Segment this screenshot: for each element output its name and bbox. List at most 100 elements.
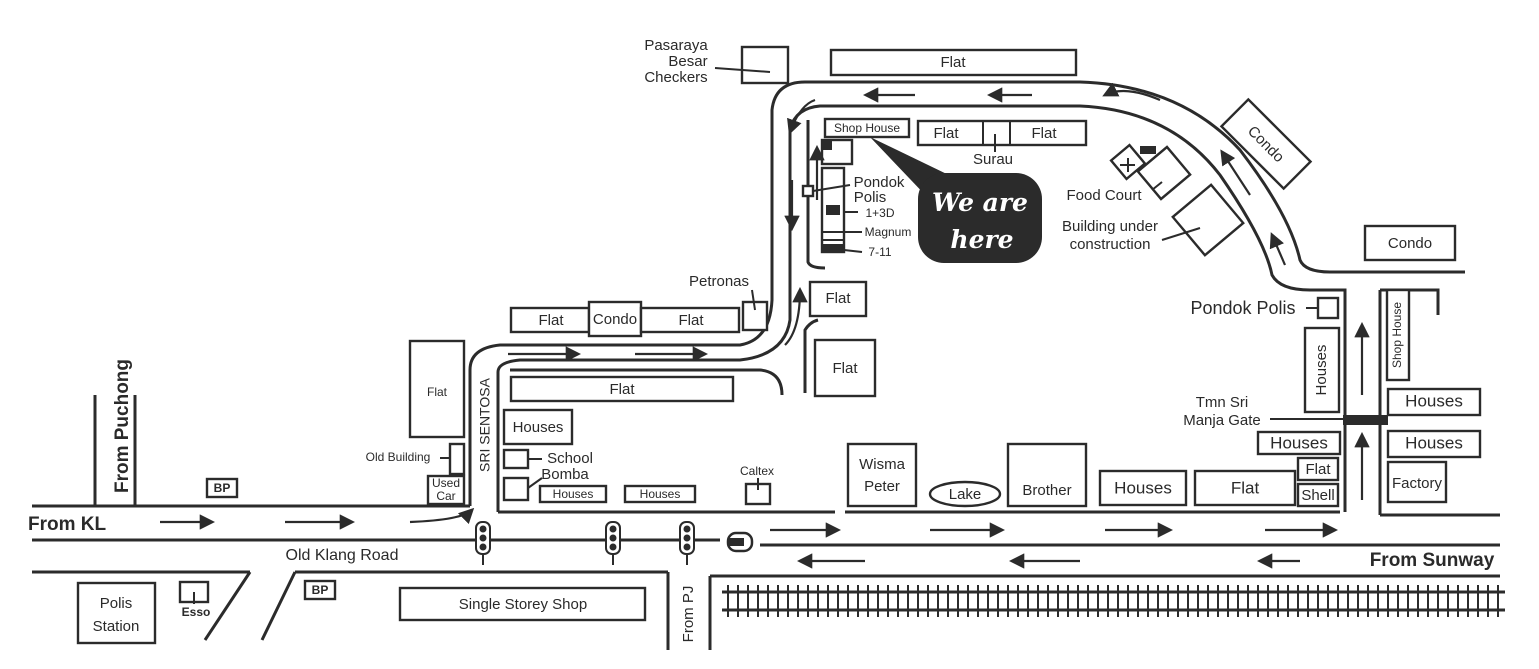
lake-label: Lake: [949, 486, 982, 503]
pasaraya-label-2: Besar: [668, 53, 707, 70]
surau-label: Surau: [973, 151, 1013, 168]
condo-right: [1363, 224, 1457, 262]
petronas-label: Petronas: [689, 273, 749, 290]
wisma-peter-label-2: Peter: [864, 478, 900, 495]
caltex-label: Caltex: [740, 464, 774, 478]
houses-left: [502, 408, 574, 446]
flat-small-right: [1296, 456, 1340, 482]
houses-s1: [538, 484, 608, 504]
pondok-polis-label-1: Pondok: [854, 174, 905, 191]
flat-top: [829, 48, 1078, 77]
houses-r1-label: Houses: [1405, 391, 1463, 410]
single-storey-shop: [398, 586, 647, 622]
condo-row-label: Condo: [593, 311, 637, 328]
shell-label: Shell: [1301, 487, 1334, 504]
bomba: [502, 476, 530, 502]
flat-mid1-label: Flat: [825, 290, 851, 307]
used-car-label-2: Car: [436, 489, 455, 503]
shop-lots: [801, 138, 863, 254]
houses-r2: [1256, 430, 1342, 456]
old-klang-road-label: Old Klang Road: [286, 547, 399, 564]
sri-sentosa-label: SRI SENTOSA: [477, 377, 493, 472]
wisma-peter-label-1: Wisma: [859, 456, 905, 473]
bp-station-2: [303, 579, 337, 601]
flat-tall: [408, 339, 466, 439]
houses-s2: [623, 484, 697, 504]
houses-s1-label: Houses: [553, 487, 594, 501]
houses-r3: [1386, 429, 1482, 459]
tmn-gate-label-1: Tmn Sri: [1196, 394, 1249, 411]
houses-vertical-label: Houses: [1313, 345, 1330, 396]
we-are-here-text-2: here: [950, 225, 1013, 254]
shop-house-top-label: Shop House: [834, 121, 900, 135]
flat-row-left-label: Flat: [538, 312, 564, 329]
pondok-polis-right-box: [1316, 296, 1340, 320]
polis-station: [76, 581, 157, 645]
polis-label-2: Station: [93, 618, 140, 635]
school: [502, 448, 530, 470]
shop-house-vertical-label: Shop House: [1390, 302, 1404, 368]
direction-arrows: [160, 82, 1370, 569]
flat-small-right-label: Flat: [1305, 461, 1331, 478]
old-building-label: Old Building: [366, 450, 431, 464]
traffic-light-3: [679, 521, 695, 565]
seven-eleven-label: 7-11: [868, 245, 891, 259]
houses-s2-label: Houses: [640, 487, 681, 501]
flat-b-label: Flat: [1031, 125, 1057, 142]
flat-mid2: [813, 338, 877, 398]
factory: [1386, 460, 1448, 504]
pasaraya-building: [740, 45, 790, 85]
esso-label: Esso: [182, 605, 211, 619]
houses-left-label: Houses: [513, 419, 564, 436]
food-court-area: [1109, 143, 1245, 257]
houses-bottom-right: [1098, 469, 1188, 507]
from-puchong-label: From Puchong: [112, 359, 133, 493]
flat-a: [916, 119, 1088, 147]
magnum-label: Magnum: [865, 225, 912, 239]
flat-tall-label: Flat: [427, 385, 448, 399]
bp-label-1: BP: [214, 481, 231, 495]
school-label: School: [547, 450, 593, 467]
flat-row-right-label: Flat: [678, 312, 704, 329]
we-are-here-callout: We are here: [870, 137, 1042, 263]
wisma-peter: [846, 442, 918, 508]
bp-label-2: BP: [312, 583, 329, 597]
from-kl-label: From KL: [28, 514, 107, 535]
flat-bottom-right-label: Flat: [1231, 478, 1260, 497]
shop-house-top: [823, 117, 911, 139]
railway: [722, 585, 1505, 617]
building-uc-label-1: Building under: [1062, 218, 1158, 235]
old-building: [448, 442, 466, 476]
houses-r2-label: Houses: [1270, 433, 1328, 452]
traffic-light-2: [605, 521, 621, 565]
flat-bottom-right: [1193, 469, 1297, 507]
puchong-road: [93, 395, 137, 506]
condo-right-label: Condo: [1388, 235, 1432, 252]
flat-mid2-label: Flat: [832, 360, 858, 377]
old-klang-road: [32, 504, 1500, 650]
lake: [928, 480, 1002, 508]
shell-station: [1296, 482, 1340, 508]
we-are-here-text-1: We are: [932, 188, 1028, 217]
bp-station-1: [205, 477, 239, 499]
from-pj-label: From PJ: [680, 586, 697, 643]
pasaraya-label-3: Checkers: [644, 69, 707, 86]
brother-label: Brother: [1022, 482, 1071, 499]
building-uc-label-2: construction: [1070, 236, 1151, 253]
flat-long-label: Flat: [609, 381, 635, 398]
pasaraya-label-1: Pasaraya: [644, 37, 708, 54]
polis-label-1: Polis: [100, 595, 133, 612]
flat-row-right: [639, 306, 741, 334]
factory-label: Factory: [1392, 475, 1443, 492]
pondok-polis-label-2: Polis: [854, 189, 887, 206]
used-car: [426, 474, 466, 506]
flat-top-label: Flat: [940, 54, 966, 71]
one-plus-3d-label: 1+3D: [865, 206, 894, 220]
brother: [1006, 442, 1088, 508]
single-storey-label: Single Storey Shop: [459, 596, 587, 613]
used-car-label-1: Used: [432, 476, 460, 490]
houses-r3-label: Houses: [1405, 433, 1463, 452]
flat-a-label: Flat: [933, 125, 959, 142]
tmn-gate-bar: [1343, 415, 1388, 425]
